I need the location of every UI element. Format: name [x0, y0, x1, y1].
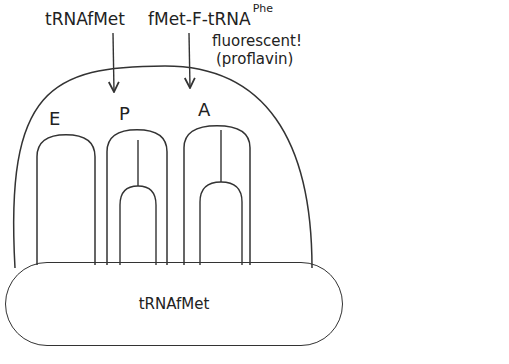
large-subunit-outline: [14, 66, 312, 268]
site-outline: [105, 100, 169, 265]
trna-shape: [200, 182, 242, 265]
trna-label: fMet-F-tRNA: [148, 10, 251, 29]
site-outline-path: [107, 130, 167, 265]
binding-site: P: [105, 100, 169, 265]
binding-site: E: [35, 105, 97, 265]
superscript-label: Phe: [253, 3, 273, 15]
site-outline: [35, 105, 97, 265]
subunit-text: tRNAfMet: [139, 296, 210, 313]
site-letter: A: [198, 100, 210, 120]
site-outline: [182, 96, 252, 265]
trna-stem: [137, 140, 138, 186]
site-letter: E: [49, 109, 60, 129]
note-label: (proflavin): [216, 51, 293, 68]
note-label: fluorescent!: [212, 33, 302, 50]
pointer-arrow: [113, 33, 114, 92]
small-subunit: tRNAfMet: [5, 262, 343, 346]
binding-site: A: [182, 96, 252, 265]
pointer-arrow: [189, 33, 190, 88]
site-letter: P: [119, 104, 130, 124]
site-outline-path: [184, 126, 250, 265]
trna-shape: [120, 186, 156, 265]
trna-stem: [220, 130, 221, 182]
trna-label: tRNAfMet: [45, 10, 125, 29]
site-outline-path: [37, 135, 95, 265]
